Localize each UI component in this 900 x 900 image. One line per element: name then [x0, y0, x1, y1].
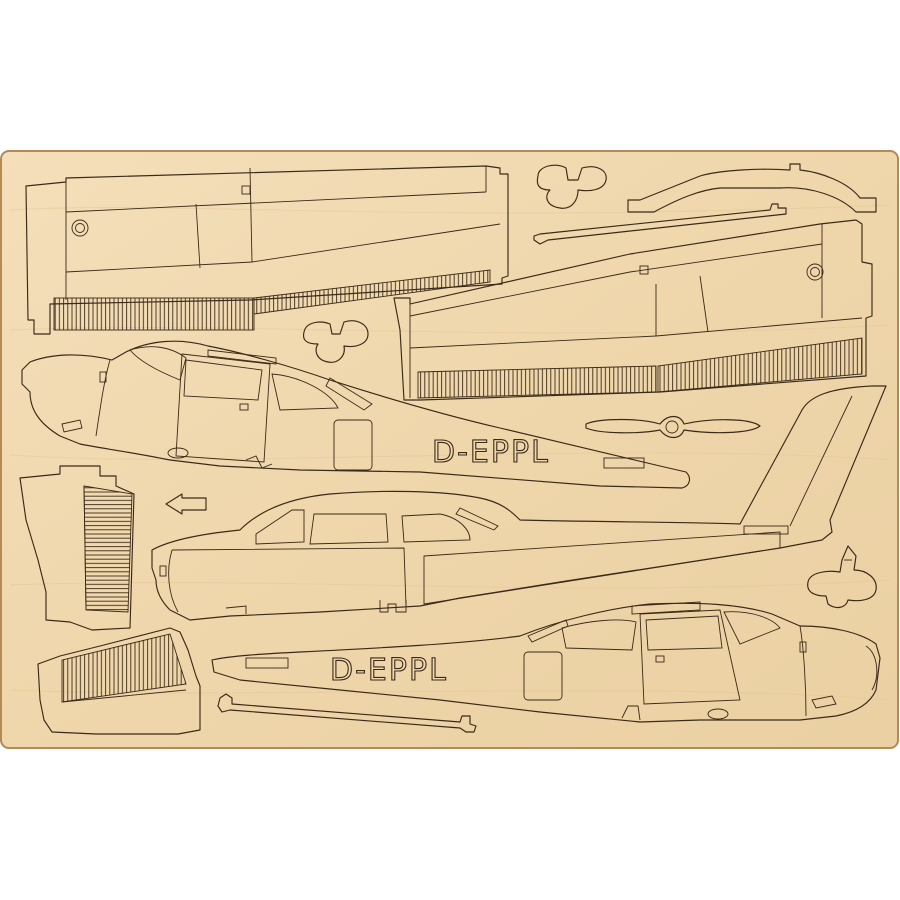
- fuselage-lower-part: D-EPPL: [211, 601, 881, 723]
- stabilizer-left-part: [19, 465, 135, 631]
- wing-right-part: [393, 219, 873, 401]
- clip-part-mid: [302, 320, 369, 363]
- clip-part-lower: [807, 545, 877, 609]
- strut-part-bottom: [217, 693, 477, 733]
- clip-part-top: [536, 164, 607, 209]
- fuselage-middle-part: [151, 385, 887, 621]
- arrow-icon: [165, 493, 207, 515]
- fuselage-upper-part: D-EPPL: [21, 340, 691, 489]
- propeller-part: [585, 415, 761, 439]
- strut-part-top: [533, 163, 877, 245]
- wing-left-part: [25, 165, 509, 335]
- registration-text-lower: D-EPPL: [330, 653, 448, 688]
- registration-text-upper: D-EPPL: [432, 435, 550, 470]
- stabilizer-lower-part: [37, 627, 201, 735]
